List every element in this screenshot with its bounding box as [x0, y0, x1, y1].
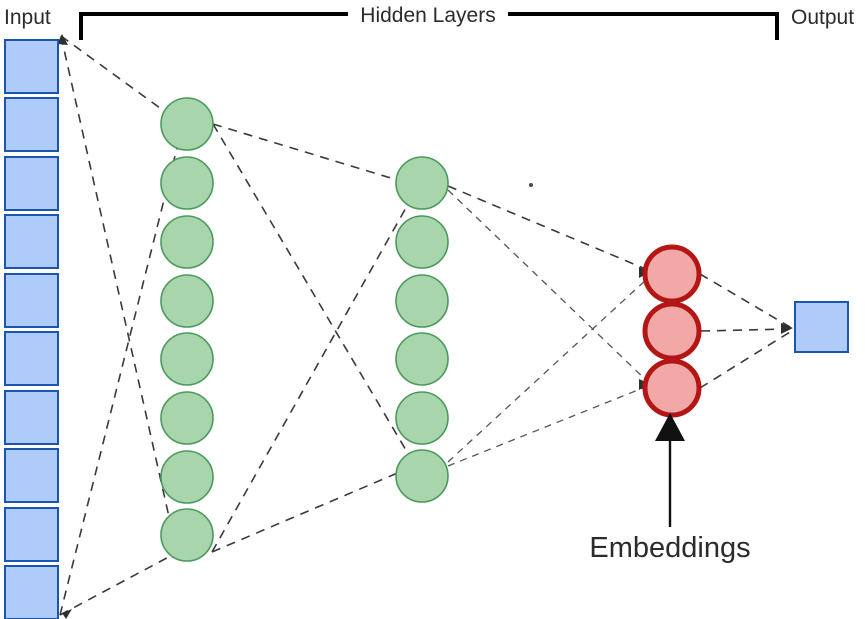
- output-block[interactable]: [794, 301, 849, 353]
- hidden-node[interactable]: [395, 156, 449, 210]
- connection-edge: [699, 331, 791, 389]
- arrowhead: [781, 323, 793, 334]
- connection-edge: [447, 385, 649, 467]
- embedding-node[interactable]: [642, 358, 702, 418]
- embedding-layer: [642, 244, 702, 418]
- hidden-node[interactable]: [395, 449, 449, 503]
- output-layer: [794, 301, 849, 353]
- embeddings-arrow-head: [655, 413, 685, 441]
- connections-hidden1-to-hidden2: [211, 123, 418, 553]
- hidden-node[interactable]: [160, 215, 214, 269]
- hidden-node[interactable]: [160, 274, 214, 328]
- connection-edge: [211, 465, 415, 553]
- embeddings-label: Embeddings: [589, 532, 750, 564]
- input-block[interactable]: [4, 97, 59, 152]
- input-block[interactable]: [4, 156, 59, 211]
- connection-edge: [60, 35, 183, 125]
- connections-input-to-hidden1: [59, 35, 183, 616]
- hidden-node[interactable]: [160, 450, 214, 504]
- input-block[interactable]: [4, 507, 59, 562]
- bracket-right-segment: [508, 12, 779, 40]
- input-block[interactable]: [4, 39, 59, 94]
- connections-embeddings-to-output: [699, 273, 791, 389]
- connection-edge: [447, 185, 649, 271]
- embeddings-annotation: Embeddings: [589, 413, 751, 564]
- embedding-node[interactable]: [642, 301, 702, 361]
- connection-edge: [60, 35, 177, 549]
- bracket-left-segment: [79, 12, 348, 40]
- connection-edge: [59, 551, 179, 616]
- connection-edge: [447, 277, 649, 463]
- arrowhead: [57, 34, 68, 45]
- input-block[interactable]: [4, 390, 59, 445]
- hidden-node[interactable]: [395, 215, 449, 269]
- hidden-layer-1: [160, 97, 214, 562]
- hidden-layer-2: [395, 156, 449, 503]
- connection-edge: [700, 328, 791, 332]
- connections-hidden2-to-embeddings: [447, 185, 649, 467]
- input-block[interactable]: [4, 565, 59, 619]
- connection-edge: [59, 127, 183, 616]
- hidden-node[interactable]: [395, 332, 449, 386]
- input-label: Input: [4, 6, 51, 29]
- hidden-node[interactable]: [160, 97, 214, 151]
- arrowhead: [62, 609, 72, 619]
- connection-edge: [447, 189, 649, 383]
- embedding-node[interactable]: [642, 244, 702, 304]
- input-layer: [4, 39, 59, 619]
- hidden-node[interactable]: [160, 508, 214, 562]
- connection-edge: [212, 123, 414, 463]
- connection-edge: [211, 189, 417, 553]
- hidden-node[interactable]: [395, 391, 449, 445]
- input-block[interactable]: [4, 214, 59, 269]
- hidden-layers-label: Hidden Layers: [360, 4, 495, 27]
- stray-dot-artifact: [529, 183, 533, 187]
- input-block[interactable]: [4, 273, 59, 328]
- output-label: Output: [791, 6, 854, 29]
- input-block[interactable]: [4, 331, 59, 386]
- hidden-node[interactable]: [160, 156, 214, 210]
- hidden-node[interactable]: [160, 391, 214, 445]
- hidden-node[interactable]: [395, 274, 449, 328]
- hidden-node[interactable]: [160, 332, 214, 386]
- connection-edge: [212, 123, 418, 187]
- hidden-layers-bracket: [79, 12, 779, 40]
- input-block[interactable]: [4, 448, 59, 503]
- connection-edge: [699, 273, 791, 328]
